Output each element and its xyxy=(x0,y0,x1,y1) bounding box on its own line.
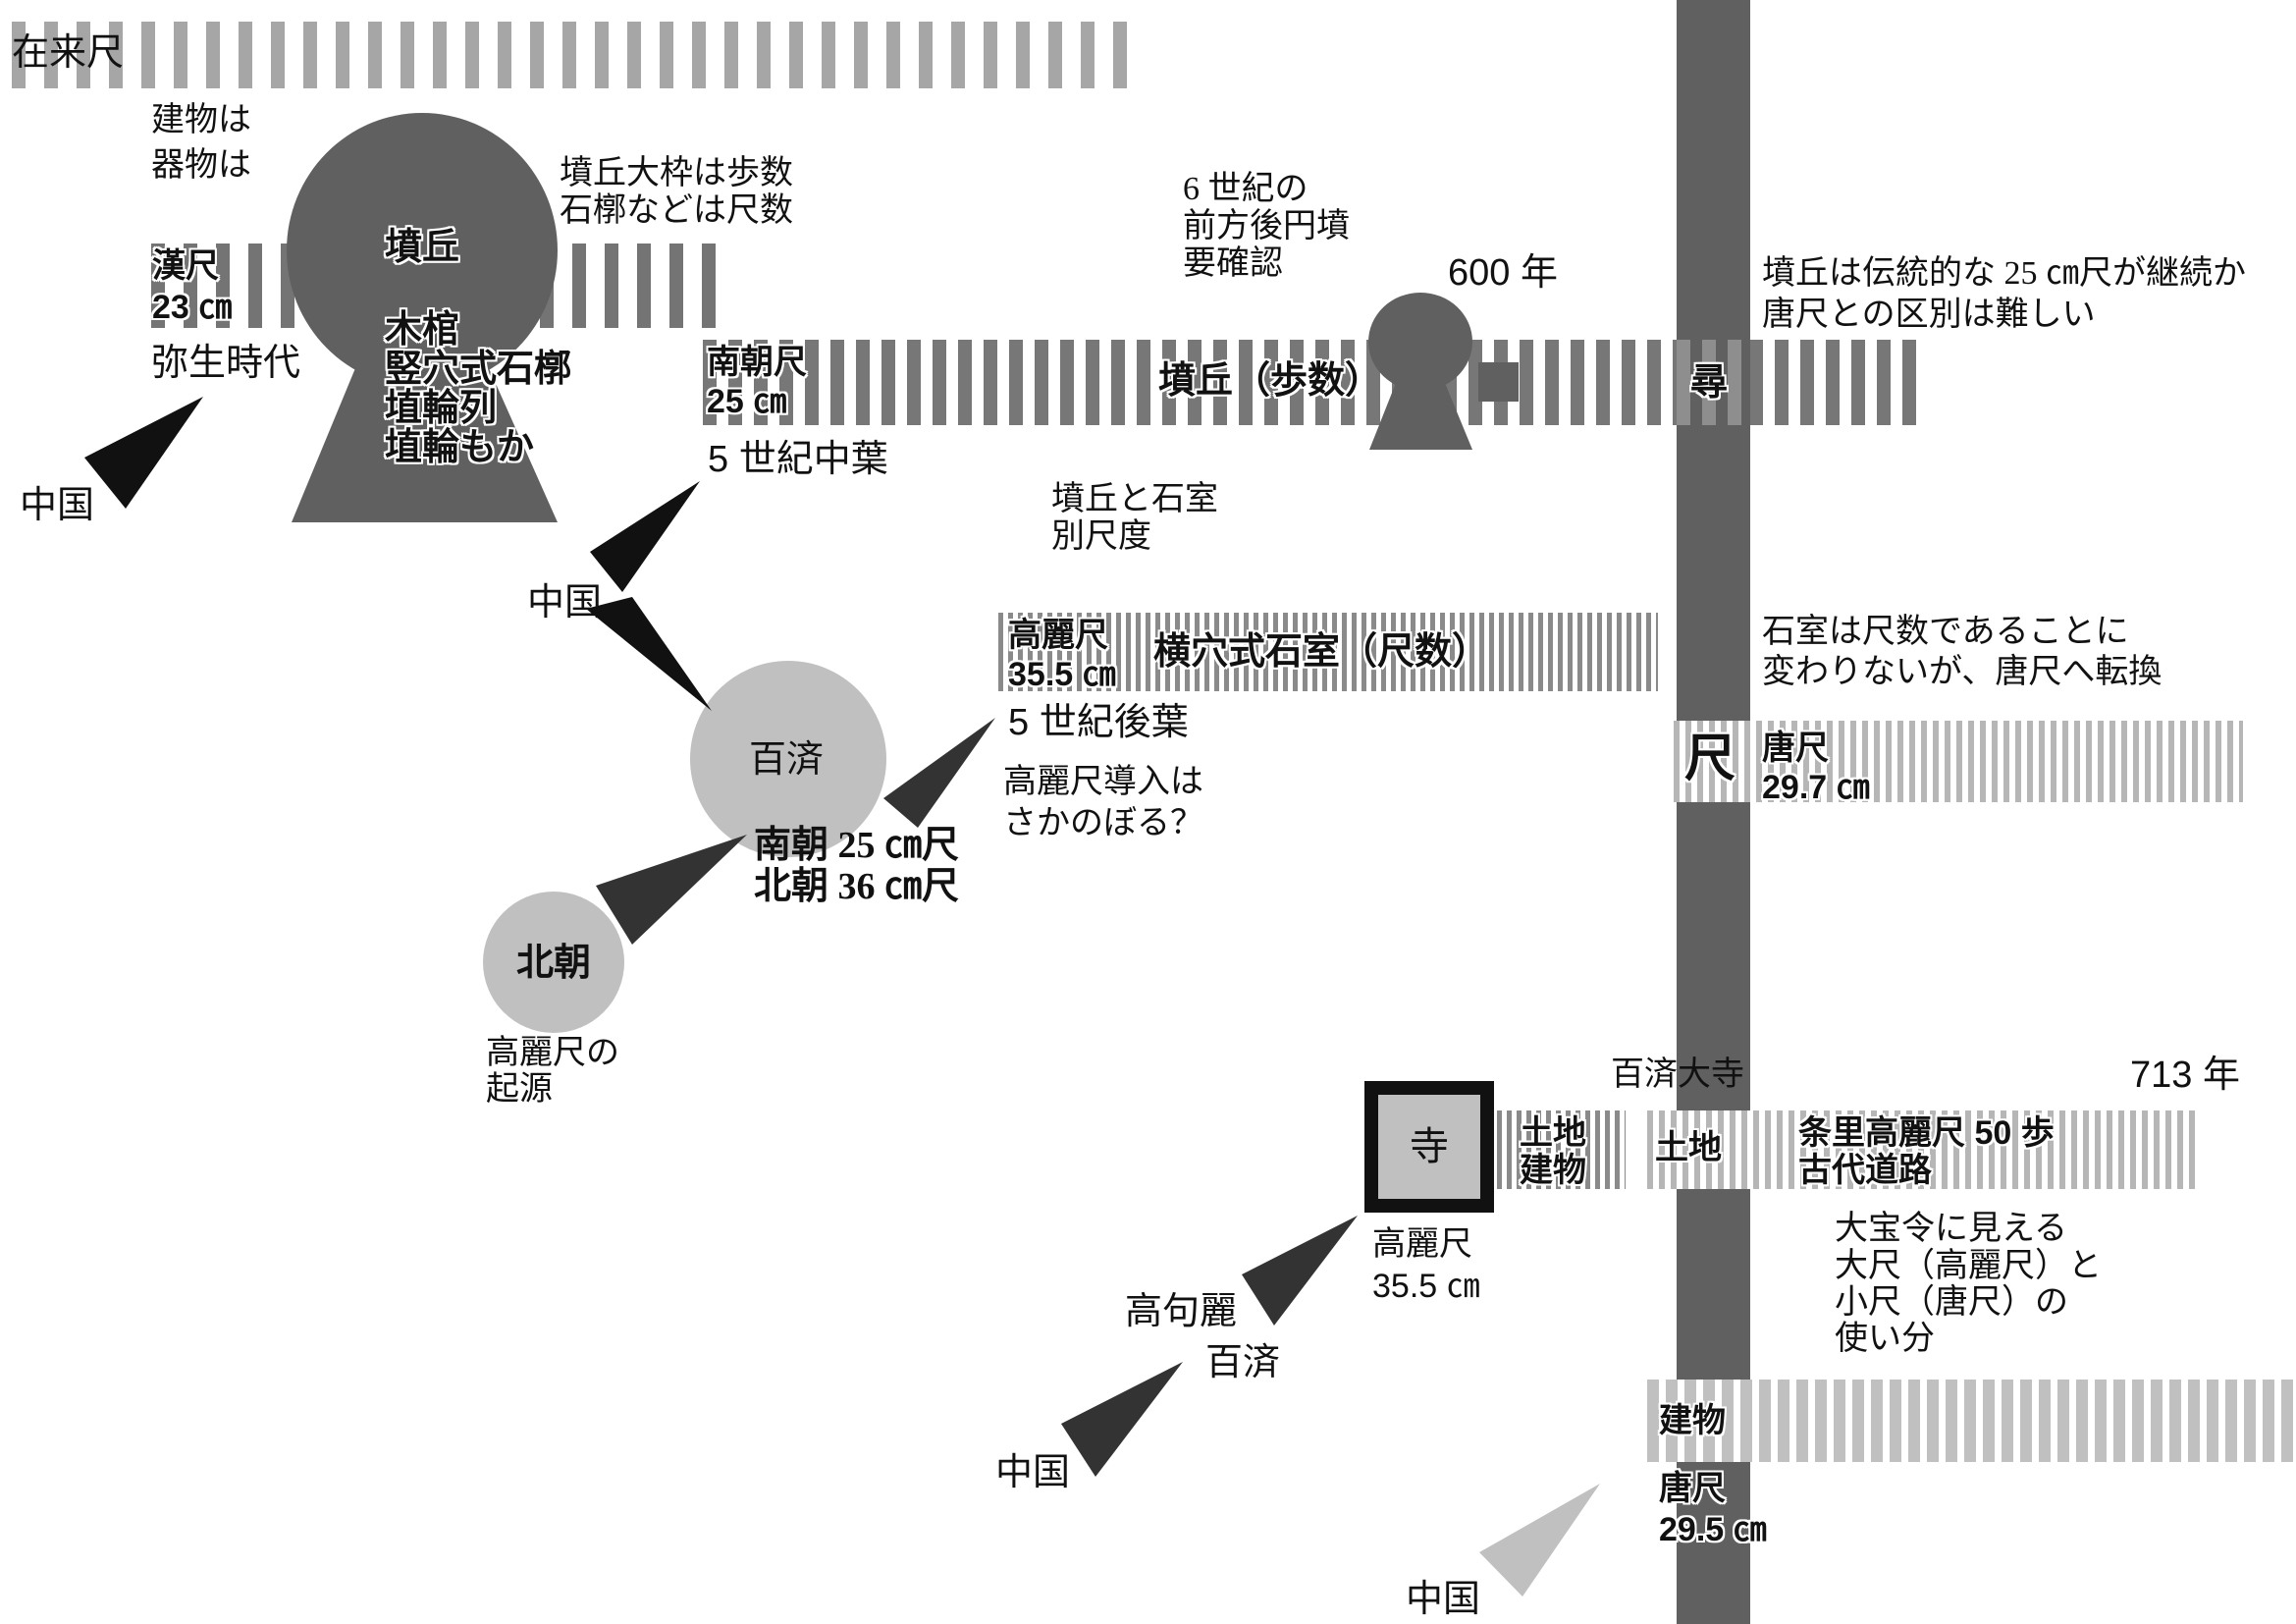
tou-name-2: 唐尺 xyxy=(1659,1470,1726,1507)
hiro-label: 尋 xyxy=(1690,362,1729,404)
note-text: 別尺度 xyxy=(1051,518,1151,555)
temple-side-label: 建物 xyxy=(1520,1152,1586,1189)
year-600: 600 年 xyxy=(1448,252,1558,294)
kudara-note: 北朝 36 ㎝尺 xyxy=(754,866,960,907)
note-text: 石室は尺数であることに xyxy=(1762,614,2129,650)
note-text: 変わりないが、唐尺へ転換 xyxy=(1762,654,2163,690)
year-713: 713 年 xyxy=(2130,1055,2240,1096)
small-kofun-front xyxy=(1369,383,1472,450)
arrow-triangle-icon xyxy=(586,597,712,711)
side-chamber-label: 横穴式石室（尺数） xyxy=(1153,631,1490,673)
china-label: 中国 xyxy=(1406,1579,1481,1620)
hiro-crossing xyxy=(1677,340,1750,425)
big-kofun-item: 埴輪もか xyxy=(385,427,535,468)
kudara-label-2: 百済 xyxy=(1205,1342,1281,1383)
note-text: 小尺（唐尺）の xyxy=(1835,1284,2068,1321)
koma-size: 35.5 ㎝ xyxy=(1008,656,1116,693)
mid-5th-century-label: 5 世紀中葉 xyxy=(708,439,888,480)
tou-size-2: 29.5 ㎝ xyxy=(1659,1511,1767,1548)
building-scale-bar xyxy=(1647,1380,2296,1462)
note-text: 前方後円墳 xyxy=(1183,208,1350,244)
small-square-mark xyxy=(1478,362,1519,402)
kudara-odera-label: 百済大寺 xyxy=(1611,1056,1744,1093)
arrow-triangle-icon xyxy=(1061,1362,1183,1477)
kudara-note: 南朝 25 ㎝尺 xyxy=(754,825,960,866)
small-kofun-mound xyxy=(1368,293,1472,391)
jori-label: 条里高麗尺 50 歩 xyxy=(1798,1114,2055,1152)
arrow-triangle-icon xyxy=(84,397,203,509)
late-5th-century-label: 5 世紀後葉 xyxy=(1008,702,1189,743)
arrow-triangle-icon xyxy=(883,718,995,828)
note-text: 高麗尺導入は xyxy=(1003,764,1203,800)
tou-scale-bar xyxy=(1674,721,2243,802)
note-text: さかのぼる？ xyxy=(1003,805,1203,841)
kofun-steps-label: 墳丘（歩数） xyxy=(1158,360,1383,402)
note-text: 使い分 xyxy=(1835,1321,1935,1357)
note-text: 石槨などは尺数 xyxy=(560,192,793,229)
yayoi-period-label: 弥生時代 xyxy=(151,343,301,384)
timeline-vertical-bar xyxy=(1677,0,1750,1624)
small-keyhole-kofun xyxy=(1368,293,1519,450)
big-kofun-item: 埴輪列 xyxy=(385,388,498,429)
note-text: 大尺（高麗尺）と xyxy=(1835,1248,2102,1284)
zairai-label: 在来尺 xyxy=(12,32,125,74)
arrow-triangle-icon xyxy=(590,481,700,592)
tou-name: 唐尺 xyxy=(1762,730,1829,767)
temple-scale-size: 35.5 ㎝ xyxy=(1372,1268,1480,1305)
temple-land-bar xyxy=(1497,1110,1626,1189)
big-keyhole-kofun xyxy=(287,113,558,522)
big-kofun-item: 竪穴式石槨 xyxy=(385,349,572,390)
jori-label: 古代道路 xyxy=(1798,1152,1932,1189)
arrow-triangle-icon xyxy=(1242,1216,1358,1326)
jori-land-label: 土地 xyxy=(1655,1129,1722,1166)
koguryo-label: 高句麗 xyxy=(1125,1291,1238,1332)
note-text: 建物は xyxy=(151,102,251,138)
note-text: 墳丘大枠は歩数 xyxy=(560,155,793,191)
temple-box: 寺 xyxy=(1364,1081,1494,1213)
jori-scale-bar xyxy=(1647,1110,2201,1189)
nancho-name: 南朝尺 xyxy=(707,344,807,381)
hokucho-circle xyxy=(483,892,624,1033)
arrow-triangle-icon xyxy=(1479,1484,1600,1597)
building-label: 建物 xyxy=(1659,1402,1726,1439)
temple-scale-name: 高麗尺 xyxy=(1372,1225,1472,1263)
big-kofun-item: 木棺 xyxy=(385,309,460,351)
note-text: 墳丘と石室 xyxy=(1051,481,1218,517)
koma-name: 高麗尺 xyxy=(1008,617,1108,654)
temple-side-label: 土地 xyxy=(1520,1114,1586,1152)
note-text: 墳丘は伝統的な 25 ㎝尺が継続か xyxy=(1762,255,2246,292)
note-text: 器物は xyxy=(151,147,251,184)
big-kofun-title: 墳丘 xyxy=(385,227,460,268)
kudara-label: 百済 xyxy=(749,739,825,781)
tou-size: 29.7 ㎝ xyxy=(1762,769,1870,806)
note-text: 起源 xyxy=(486,1071,553,1108)
big-kofun-front xyxy=(292,368,558,522)
note-text: 6 世紀の xyxy=(1183,171,1308,207)
kanshaku-size: 23 ㎝ xyxy=(152,289,233,326)
koma-scale-bar xyxy=(998,613,1658,691)
shaku-label: 尺 xyxy=(1684,731,1736,787)
temple-glyph: 寺 xyxy=(1410,1124,1449,1168)
hokucho-label: 北朝 xyxy=(516,943,592,984)
china-label: 中国 xyxy=(527,582,603,623)
note-text: 大宝令に見える xyxy=(1835,1211,2067,1247)
note-text: 唐尺との区別は難しい xyxy=(1762,297,2096,333)
big-kofun-mound xyxy=(287,113,558,388)
kanshaku-name: 漢尺 xyxy=(152,247,219,285)
kudara-circle xyxy=(690,661,886,857)
nancho-size: 25 ㎝ xyxy=(707,383,787,420)
china-label: 中国 xyxy=(995,1452,1071,1493)
note-text: 高麗尺の xyxy=(486,1035,619,1071)
zairai-scale-bar xyxy=(12,22,1135,88)
arrow-triangle-icon xyxy=(596,835,747,945)
china-label: 中国 xyxy=(20,485,95,526)
note-text: 要確認 xyxy=(1183,245,1283,282)
